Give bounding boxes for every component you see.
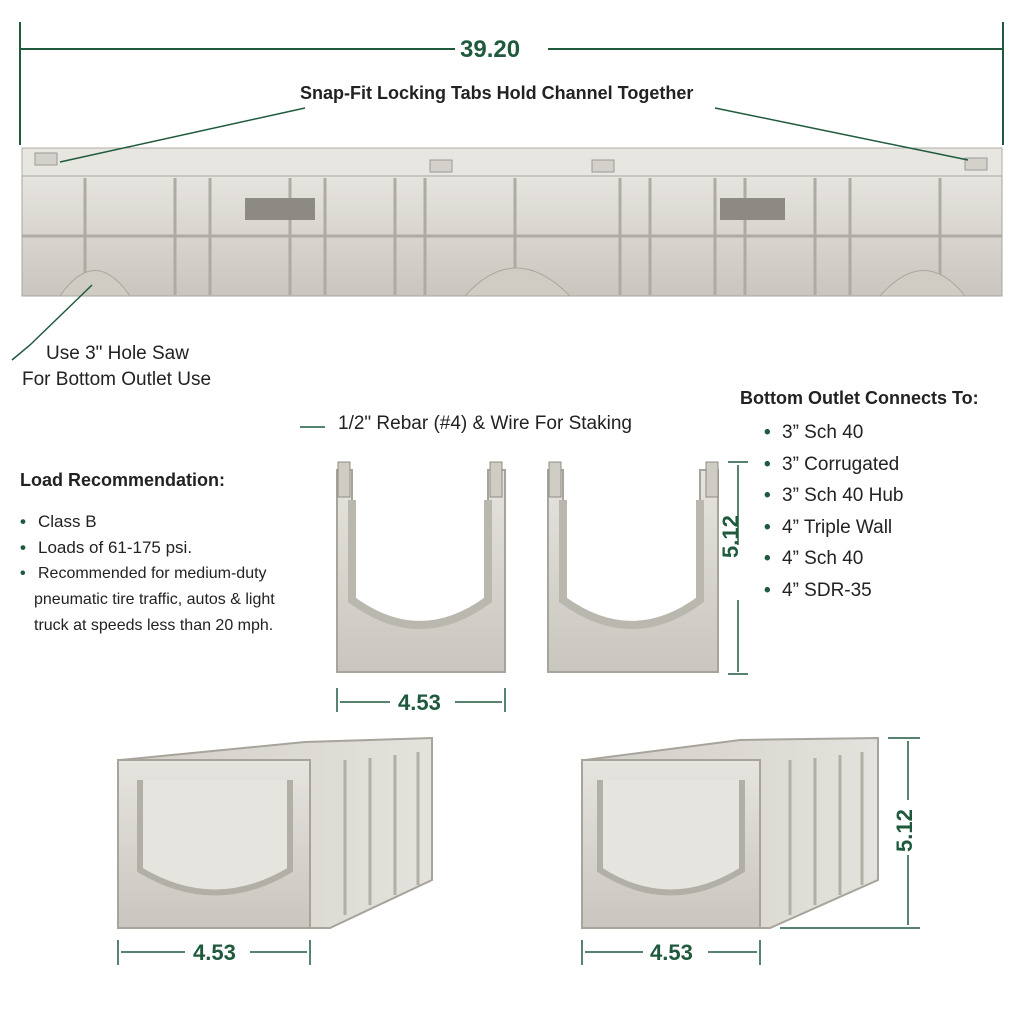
- outlet-item: 4” Sch 40: [764, 543, 1024, 575]
- perspective-channel-right: [581, 736, 879, 929]
- outlet-item: 3” Sch 40 Hub: [764, 480, 1024, 512]
- end-profile-right: [547, 461, 719, 673]
- outlet-item: 4” Triple Wall: [764, 512, 1024, 544]
- end-profile-width-value: 4.53: [398, 690, 441, 715]
- outlet-item: 3” Sch 40: [764, 417, 1024, 449]
- locking-tabs-callout: Snap-Fit Locking Tabs Hold Channel Toget…: [300, 83, 694, 103]
- load-item-continued: pneumatic tire traffic, autos & light: [34, 591, 275, 608]
- bottom-outlet-block: Bottom Outlet Connects To: 3” Sch 40 3” …: [740, 388, 1024, 606]
- bottom-outlet-heading: Bottom Outlet Connects To:: [740, 388, 979, 408]
- overall-length-value: 39.20: [460, 36, 521, 63]
- outlet-item: 4” SDR-35: [764, 575, 1024, 607]
- load-recommendation-block: Load Recommendation: Class B Loads of 61…: [20, 470, 340, 639]
- bottom-dimension-lines: [117, 737, 920, 965]
- rebar-callout: 1/2" Rebar (#4) & Wire For Staking: [338, 413, 632, 434]
- load-item: Loads of 61-175 psi.: [20, 535, 340, 561]
- hole-saw-callout-line1: Use 3" Hole Saw: [46, 343, 189, 364]
- hole-saw-callout-line2: For Bottom Outlet Use: [22, 369, 212, 390]
- perspective-channel-left: [117, 736, 433, 929]
- load-item: Class B: [20, 509, 340, 535]
- callout-leaders: [11, 107, 969, 428]
- load-recommendation-heading: Load Recommendation:: [20, 470, 226, 490]
- overall-length-dimension-line: [19, 22, 1004, 145]
- load-item: Recommended for medium-duty: [20, 561, 340, 587]
- end-profile-dimension-lines: [336, 461, 748, 712]
- right-channel-width-value: 4.53: [650, 940, 693, 965]
- long-channel-illustration: [21, 147, 1003, 297]
- outlet-item: 3” Corrugated: [764, 449, 1024, 481]
- left-channel-width-value: 4.53: [193, 940, 236, 965]
- right-channel-height-value: 5.12: [892, 809, 917, 852]
- end-profile-height-value: 5.12: [718, 515, 743, 558]
- end-profile-left: [336, 461, 506, 673]
- load-item-continued: truck at speeds less than 20 mph.: [34, 617, 274, 634]
